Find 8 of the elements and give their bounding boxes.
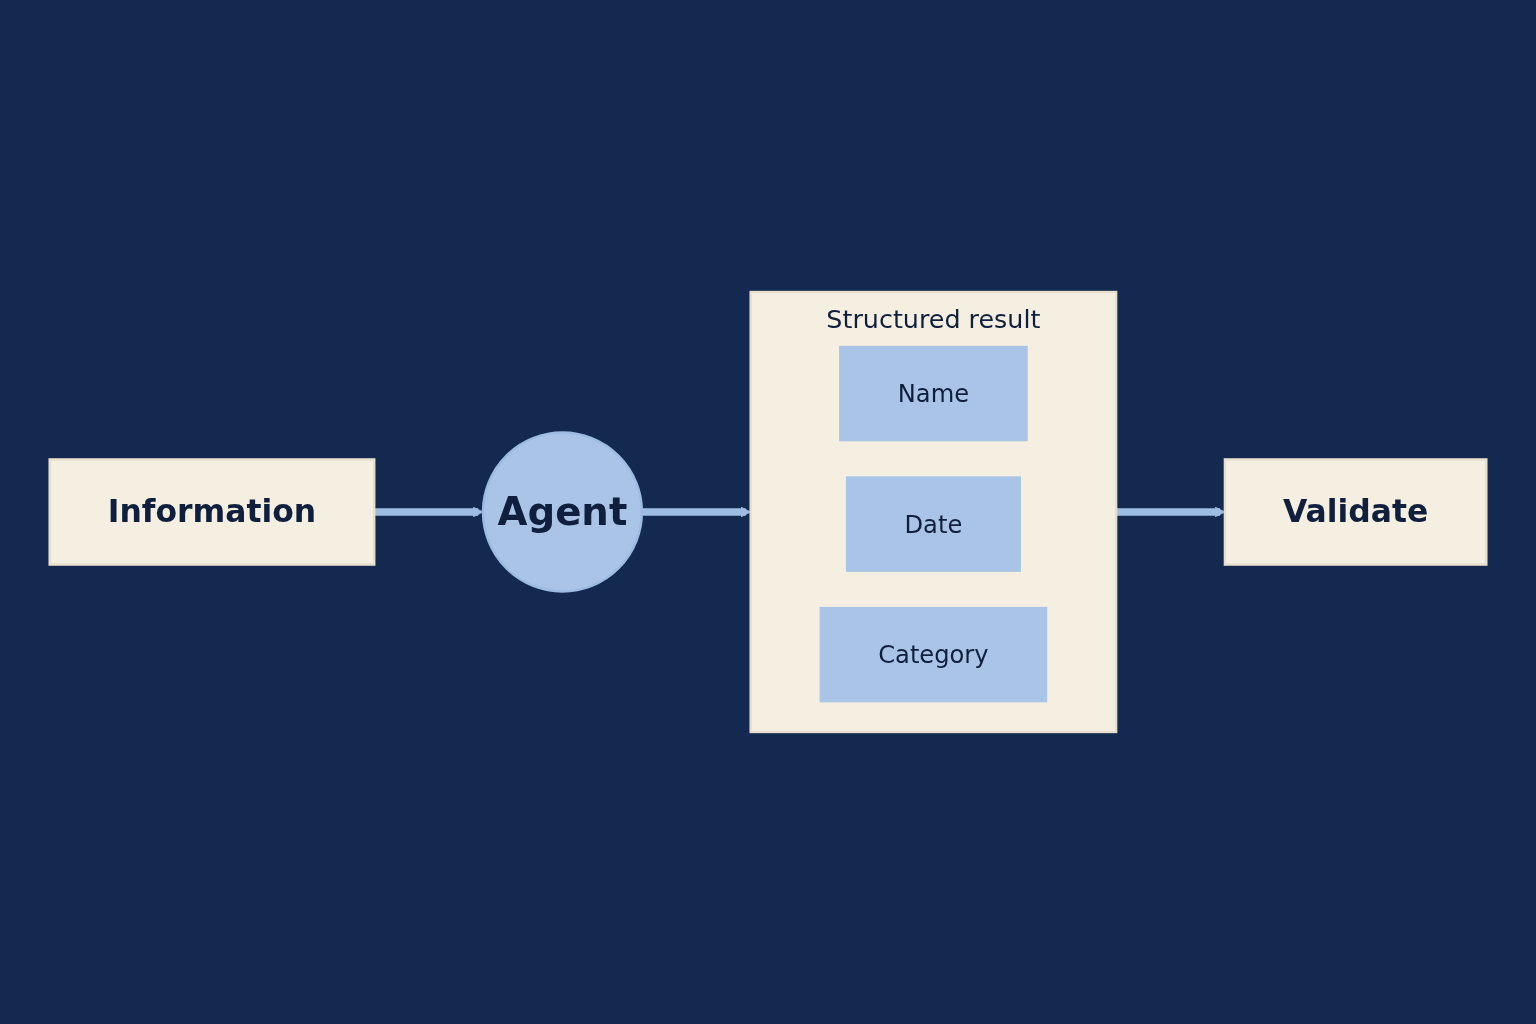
arrow xyxy=(1116,506,1226,518)
node-box: Date xyxy=(845,476,1021,572)
node-box: Information xyxy=(48,458,376,566)
node-circle: Agent xyxy=(481,431,644,593)
node-box: Category xyxy=(819,606,1048,703)
node-box: Validate xyxy=(1223,458,1488,566)
arrow xyxy=(374,506,484,518)
node-box: Name xyxy=(839,345,1028,442)
